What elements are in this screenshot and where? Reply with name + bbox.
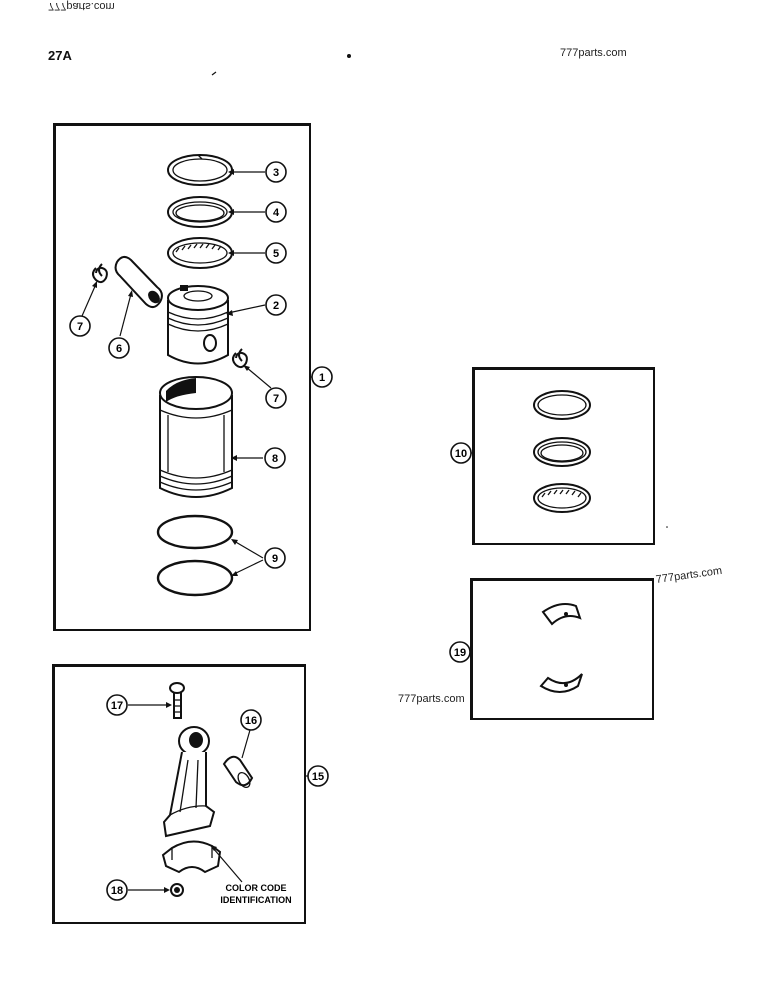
svg-text:2: 2 xyxy=(273,300,279,312)
o-ring-upper xyxy=(156,514,234,550)
bearing-set-frame xyxy=(470,578,654,720)
callout-10: 10 xyxy=(450,442,474,464)
connecting-rod-frame xyxy=(52,664,306,924)
ring-set-frame xyxy=(472,367,655,545)
svg-text:17: 17 xyxy=(111,700,123,712)
leaders-piston xyxy=(81,169,312,576)
color-code-caption-line2: IDENTIFICATION xyxy=(220,895,291,905)
leader-16 xyxy=(241,729,251,759)
svg-text:9: 9 xyxy=(272,553,278,565)
connecting-rod xyxy=(162,726,216,838)
piston-kit-frame xyxy=(53,123,311,631)
svg-text:3: 3 xyxy=(273,167,279,179)
piston-ring-top xyxy=(167,154,233,186)
snap-ring-left xyxy=(92,263,108,284)
rod-bolt xyxy=(169,682,185,719)
bearing-shell-lower xyxy=(539,673,583,693)
svg-text:6: 6 xyxy=(116,343,122,355)
svg-text:7: 7 xyxy=(273,393,279,405)
callout-15: 15 xyxy=(307,765,329,787)
speck xyxy=(666,526,668,528)
color-code-caption-line1: COLOR CODE xyxy=(225,883,286,893)
watermark-center-left: 777parts.com xyxy=(398,693,465,705)
callout-16: 16 xyxy=(240,709,262,731)
page-number: 27A xyxy=(48,48,72,63)
ring-set-oil-ring xyxy=(533,483,591,513)
speck xyxy=(211,71,217,76)
leader-color-code-arrow xyxy=(210,845,217,851)
callout-3: 3 xyxy=(265,161,287,183)
callout-1: 1 xyxy=(311,366,333,388)
callout-5: 5 xyxy=(265,242,287,264)
leader-17-arrow xyxy=(166,702,172,708)
piston-ring-second xyxy=(167,196,233,228)
callout-2: 2 xyxy=(265,294,287,316)
snap-ring-right xyxy=(232,348,248,369)
watermark-top: 777parts.com xyxy=(560,47,627,59)
o-ring-lower xyxy=(156,559,234,597)
rod-nut xyxy=(170,883,184,897)
svg-text:7: 7 xyxy=(77,321,83,333)
leader-color-code xyxy=(212,847,243,883)
ring-set-ring-top xyxy=(533,390,591,420)
ring-set-ring-second xyxy=(533,437,591,467)
callout-8: 8 xyxy=(264,447,286,469)
callout-18: 18 xyxy=(106,879,128,901)
cylinder-sleeve xyxy=(159,376,233,498)
callout-7-left: 7 xyxy=(69,315,91,337)
svg-text:18: 18 xyxy=(111,885,123,897)
callout-19: 19 xyxy=(449,641,471,663)
piston-pin xyxy=(114,256,163,308)
rod-cap xyxy=(161,840,222,874)
svg-text:16: 16 xyxy=(245,715,257,727)
callout-7-right: 7 xyxy=(265,387,287,409)
callout-4: 4 xyxy=(265,201,287,223)
speck xyxy=(347,54,351,58)
svg-text:5: 5 xyxy=(273,248,279,260)
callout-9: 9 xyxy=(264,547,286,569)
svg-text:4: 4 xyxy=(273,207,280,219)
svg-text:8: 8 xyxy=(272,453,278,465)
callout-6: 6 xyxy=(108,337,130,359)
rod-bushing xyxy=(222,755,254,789)
svg-text:19: 19 xyxy=(454,647,466,659)
callout-17: 17 xyxy=(106,694,128,716)
bearing-shell-upper xyxy=(541,603,582,626)
oil-ring xyxy=(167,237,233,269)
leader-18-arrow xyxy=(164,887,170,893)
svg-text:1: 1 xyxy=(319,372,325,384)
svg-text:10: 10 xyxy=(455,448,467,460)
piston xyxy=(167,285,229,365)
svg-text:15: 15 xyxy=(312,771,324,783)
